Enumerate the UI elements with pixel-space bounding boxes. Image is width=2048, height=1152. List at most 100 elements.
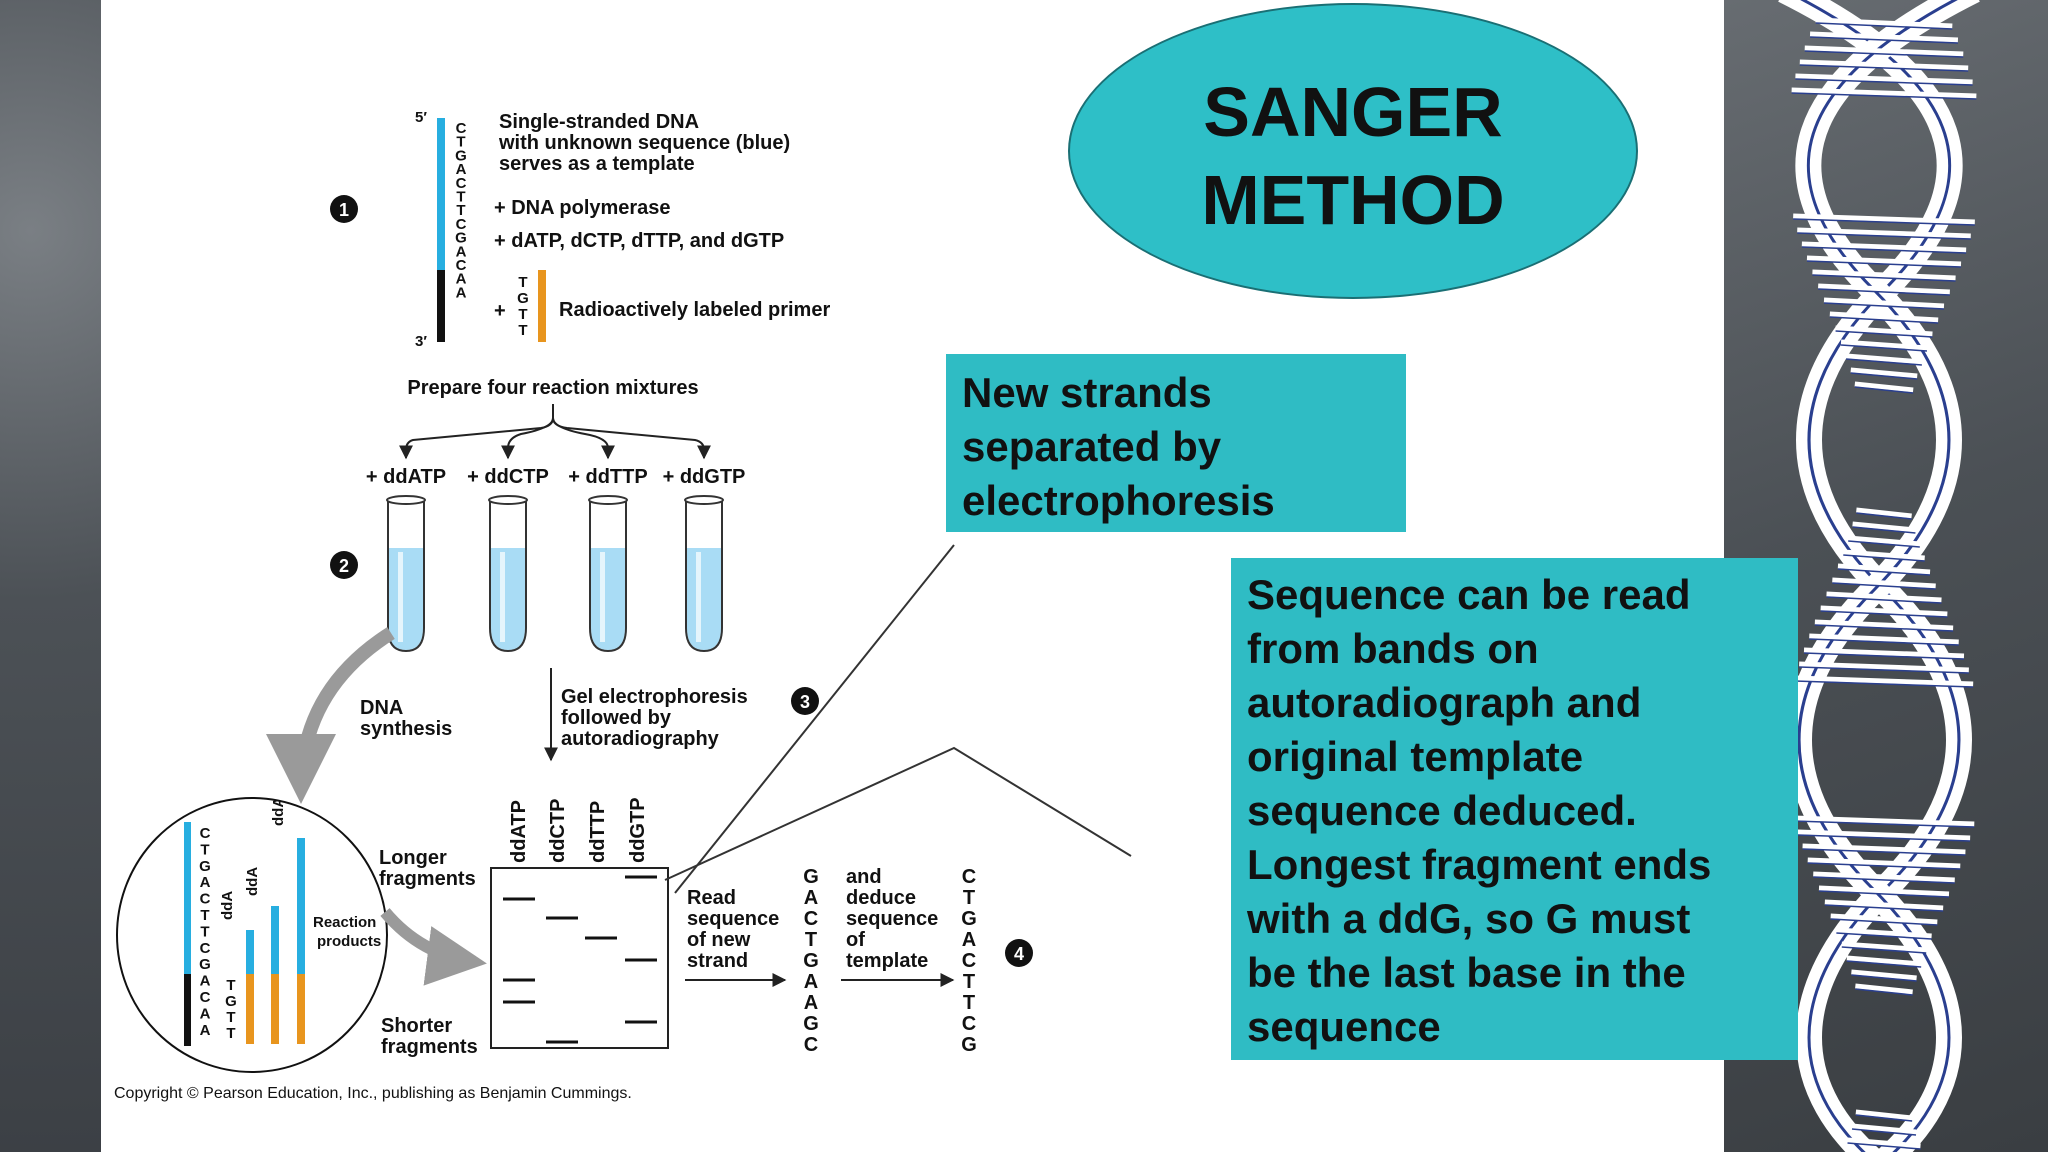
- step-4-number: 4: [1014, 944, 1024, 964]
- helix-rung-outline: [1855, 1114, 1913, 1122]
- template-desc-line: serves as a template: [499, 153, 695, 175]
- step-1-badge: [330, 195, 358, 223]
- template-base: A: [456, 161, 467, 178]
- deduce-label: template: [846, 950, 928, 972]
- helix-rung-outline: [1850, 372, 1918, 380]
- helix-rung: [1795, 73, 1973, 85]
- dd-label: ddA: [244, 867, 261, 896]
- helix-rung: [1793, 213, 1975, 225]
- template-desc-line: with unknown sequence (blue): [498, 132, 790, 154]
- synthesis-label: synthesis: [360, 718, 452, 740]
- template-base: C: [200, 891, 211, 908]
- helix-rung-outline: [1803, 652, 1965, 660]
- tube-liquid: [389, 548, 423, 650]
- helix-rung: [1841, 941, 1927, 953]
- callout-electrophoresis: New strands separated by electrophoresis: [946, 354, 1406, 532]
- background-texture-left: [0, 0, 101, 1152]
- longer-fragments-label: Longer: [379, 847, 447, 869]
- helix-rung-outline: [1824, 904, 1944, 912]
- tube-liquid: [687, 548, 721, 650]
- tube-highlight: [500, 552, 505, 642]
- helix-rung: [1799, 661, 1969, 673]
- dd-label: ddA: [219, 891, 236, 920]
- read-label: of new: [687, 929, 751, 951]
- tube-rim: [684, 495, 724, 505]
- helix-rung: [1809, 31, 1959, 43]
- reaction-tubes: + ddATP+ ddCTP+ ddTTP+ ddGTP: [366, 466, 745, 653]
- helix-rung-outline: [1835, 330, 1933, 338]
- callout-line: Sequence can be read: [1247, 571, 1691, 618]
- template-seq-base: T: [963, 971, 975, 993]
- deduce-label: deduce: [846, 887, 916, 909]
- helix-rung-outline: [1843, 554, 1925, 562]
- reaction-products-label: products: [317, 933, 381, 950]
- helix-rung-outline: [1809, 638, 1959, 646]
- helix-rung: [1794, 675, 1974, 687]
- helix-rung-outline: [1801, 246, 1967, 254]
- helix-rung-outline: [1797, 232, 1971, 240]
- template-base: C: [200, 989, 211, 1006]
- gel-lane-label: ddGTP: [627, 797, 649, 863]
- helix-rung: [1820, 605, 1948, 617]
- helix-rung: [1799, 59, 1969, 71]
- helix-rung: [1804, 45, 1964, 57]
- template-base: G: [199, 858, 211, 875]
- helix-rung-outline: [1799, 64, 1969, 72]
- template-base: C: [456, 216, 467, 233]
- template-base: A: [456, 243, 467, 260]
- template-base: C: [456, 120, 467, 137]
- helix-rung-outline: [1826, 596, 1942, 604]
- primer-base: T: [518, 322, 527, 339]
- helix-rung: [1843, 549, 1925, 561]
- primer-strand: [538, 270, 546, 342]
- primer-base: T: [226, 1025, 235, 1042]
- synthesis-label: DNA: [360, 697, 403, 719]
- prime-5-label: 5′: [415, 109, 427, 126]
- helix-rung-outline: [1810, 36, 1958, 44]
- deduce-label: sequence: [846, 908, 938, 930]
- deduce-label: and: [846, 866, 882, 888]
- callout-line: New strands: [962, 369, 1212, 416]
- step-3-number: 3: [800, 692, 810, 712]
- template-seq-base: G: [961, 1034, 977, 1056]
- helix-rung-outline: [1804, 50, 1964, 58]
- helix-rung: [1837, 563, 1931, 575]
- template-seq-base: T: [963, 992, 975, 1014]
- new-strand-base: C: [804, 908, 818, 930]
- helix-rung: [1793, 815, 1975, 827]
- tube-highlight: [696, 552, 701, 642]
- gel-lane-label: ddTTP: [587, 801, 609, 863]
- helix-rung-outline: [1847, 1142, 1921, 1150]
- split-arrow: [501, 417, 554, 460]
- product-strand-new: [297, 838, 305, 974]
- tube-rim: [588, 495, 628, 505]
- primer-base: T: [518, 274, 527, 291]
- callout-line: with a ddG, so G must: [1247, 895, 1691, 942]
- helix-rung-outline: [1856, 512, 1912, 520]
- template-base: A: [200, 1005, 211, 1022]
- helix-rung: [1826, 591, 1942, 603]
- tube-highlight: [398, 552, 403, 642]
- helix-rung: [1806, 255, 1962, 267]
- tube-rim: [386, 495, 426, 505]
- template-seq-base: G: [961, 908, 977, 930]
- read-label: Read: [687, 887, 736, 909]
- test-tube: [685, 500, 723, 653]
- products-to-gel-arrow: [380, 908, 487, 986]
- helix-rung: [1813, 871, 1955, 883]
- template-base: T: [200, 841, 209, 858]
- helix-rung: [1847, 535, 1921, 547]
- title-ellipse: [1068, 3, 1638, 299]
- helix-rung: [1791, 87, 1977, 99]
- helix-rung-outline: [1848, 540, 1920, 548]
- helix-rung-outline: [1846, 960, 1922, 968]
- helix-rung: [1852, 521, 1916, 533]
- helix-rung: [1801, 241, 1967, 253]
- read-label: strand: [687, 950, 748, 972]
- helix-rung: [1803, 647, 1965, 659]
- gel-bands: [503, 875, 657, 1044]
- callout-pointer-line: [664, 746, 1132, 881]
